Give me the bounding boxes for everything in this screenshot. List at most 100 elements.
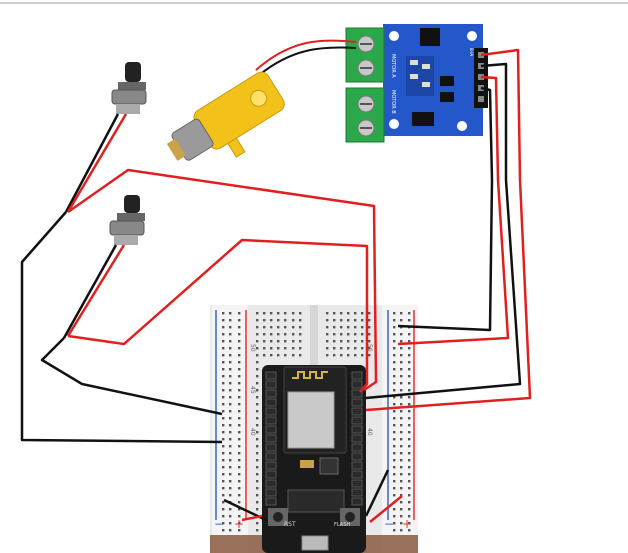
breadboard-hole (222, 347, 225, 350)
plus-label: + (402, 517, 412, 531)
breadboard-hole (408, 529, 411, 532)
breadboard-hole (347, 312, 350, 315)
breadboard-hole (408, 515, 411, 518)
breadboard-hole (263, 340, 266, 343)
breadboard-hole (256, 466, 259, 469)
breadboard-hole (368, 319, 371, 322)
breadboard-hole (270, 326, 273, 329)
flash-button-cap[interactable] (345, 512, 355, 522)
breadboard-hole (238, 473, 241, 476)
breadboard-hole (408, 312, 411, 315)
breadboard-hole (326, 333, 329, 336)
breadboard-hole (340, 319, 343, 322)
rst-button-cap[interactable] (273, 512, 283, 522)
breadboard-hole (277, 347, 280, 350)
breadboard-hole (368, 312, 371, 315)
breadboard-hole (238, 361, 241, 364)
minus-label: − (384, 517, 394, 531)
mcu-pin (351, 461, 363, 470)
breadboard-hole (222, 410, 225, 413)
breadboard-hole (222, 445, 225, 448)
breadboard-hole (408, 396, 411, 399)
mcu-pin (265, 407, 277, 416)
breadboard-hole (400, 410, 403, 413)
motor-driver-board: MOTOR A MOTOR B B-IA (345, 24, 488, 143)
motor-lead-black (257, 46, 357, 77)
breadboard-hole (408, 508, 411, 511)
breadboard-hole (408, 522, 411, 525)
mcu-pin (265, 434, 277, 443)
breadboard-hole (333, 333, 336, 336)
breadboard-hole (270, 347, 273, 350)
mcu-pin (351, 380, 363, 389)
button-body (111, 89, 147, 105)
smd-part (422, 82, 430, 87)
mcu-pin (265, 416, 277, 425)
breadboard-hole (408, 382, 411, 385)
breadboard-hole (256, 529, 259, 532)
breadboard-hole (238, 382, 241, 385)
breadboard-hole (400, 459, 403, 462)
breadboard-hole (292, 326, 295, 329)
breadboard-hole (400, 361, 403, 364)
breadboard-hole (292, 312, 295, 315)
breadboard-hole (393, 487, 396, 490)
smd-part (440, 76, 454, 86)
breadboard-hole (333, 354, 336, 357)
breadboard-hole (292, 354, 295, 357)
gearbox-shaft (227, 137, 246, 158)
breadboard-hole (400, 389, 403, 392)
motor-a-label: MOTOR A (390, 54, 396, 78)
breadboard-hole (256, 459, 259, 462)
breadboard-hole (299, 326, 302, 329)
breadboard-hole (354, 333, 357, 336)
breadboard-hole (229, 396, 232, 399)
breadboard-hole (222, 319, 225, 322)
micro-usb-port (301, 535, 329, 551)
breadboard-hole (393, 403, 396, 406)
breadboard-hole (222, 424, 225, 427)
breadboard-hole (400, 515, 403, 518)
breadboard-hole (284, 319, 287, 322)
breadboard-hole (400, 382, 403, 385)
breadboard-hole (256, 508, 259, 511)
driver-signal-wire-red (397, 75, 510, 346)
breadboard-holes (222, 312, 411, 532)
breadboard-hole (270, 319, 273, 322)
breadboard-hole (347, 326, 350, 329)
breadboard-hole (393, 466, 396, 469)
breadboard-hole (222, 375, 225, 378)
breadboard-hole (277, 326, 280, 329)
breadboard-hole (408, 340, 411, 343)
mcu-pin (351, 488, 363, 497)
breadboard-hole (400, 319, 403, 322)
breadboard-hole (222, 508, 225, 511)
breadboard-hole (408, 417, 411, 420)
breadboard-hole (238, 522, 241, 525)
breadboard-hole (229, 375, 232, 378)
breadboard-hole (238, 410, 241, 413)
breadboard-hole (284, 354, 287, 357)
breadboard-hole (229, 333, 232, 336)
breadboard-hole (393, 326, 396, 329)
breadboard-hole (229, 403, 232, 406)
breadboard-hole (408, 354, 411, 357)
breadboard-hole (326, 326, 329, 329)
breadboard-hole (256, 501, 259, 504)
button1-lead-red (66, 113, 128, 213)
breadboard-hole (256, 326, 259, 329)
usb-serial-chip (287, 489, 345, 513)
push-button-1 (111, 62, 147, 114)
smd-part (422, 64, 430, 69)
breadboard-hole (238, 396, 241, 399)
mcu-pin (351, 407, 363, 416)
breadboard-hole (333, 312, 336, 315)
row-label: 40 (249, 428, 256, 436)
breadboard-hole (393, 473, 396, 476)
button2-lead-black (62, 244, 118, 339)
breadboard-hole (238, 459, 241, 462)
breadboard-hole (229, 480, 232, 483)
breadboard-hole (400, 333, 403, 336)
breadboard-hole (408, 424, 411, 427)
breadboard-hole (256, 438, 259, 441)
